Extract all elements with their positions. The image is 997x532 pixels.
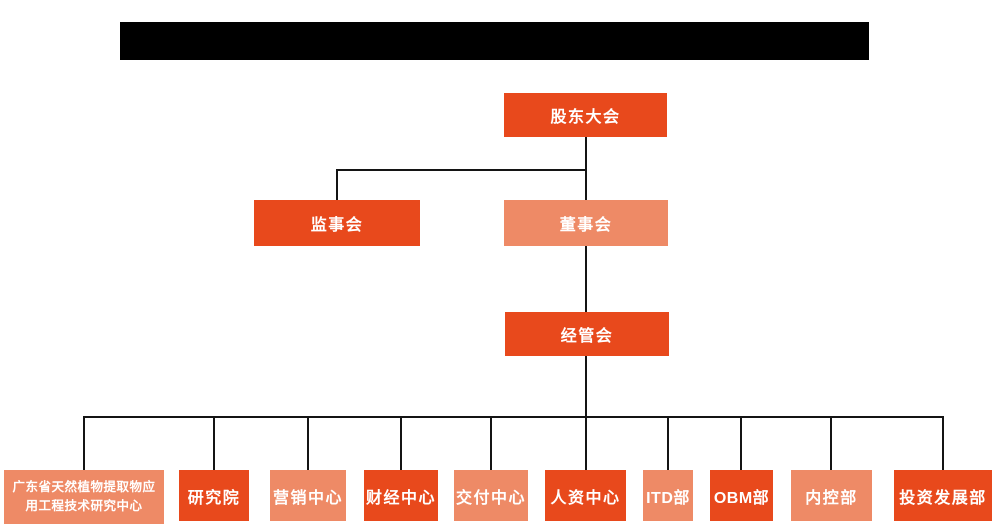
connector-drop-9	[830, 416, 832, 470]
connector-drop-2	[213, 416, 215, 470]
org-node-finance-center: 财经中心	[364, 470, 438, 521]
org-node-research-center: 广东省天然植物提取物应 用工程技术研究中心	[4, 470, 164, 524]
org-node-hr-center: 人资中心	[545, 470, 626, 521]
org-node-investment-development-dept: 投资发展部	[894, 470, 992, 521]
connector-drop-7	[667, 416, 669, 470]
org-node-management-committee: 经管会	[505, 312, 669, 356]
org-node-supervisory-board: 监事会	[254, 200, 420, 246]
org-node-research-center-line2: 用工程技术研究中心	[25, 499, 143, 513]
connector-management-down	[585, 356, 587, 417]
org-node-internal-control-dept: 内控部	[791, 470, 872, 521]
redacted-title-bar	[120, 22, 869, 60]
connector-departments-horizontal	[83, 416, 944, 418]
connector-branch-horizontal	[336, 169, 587, 171]
org-node-marketing-center: 营销中心	[270, 470, 346, 521]
connector-drop-3	[307, 416, 309, 470]
org-node-research-center-line1: 广东省天然植物提取物应	[12, 480, 156, 495]
org-node-research-institute: 研究院	[179, 470, 249, 521]
connector-board-to-management	[585, 246, 587, 312]
connector-drop-8	[740, 416, 742, 470]
connector-to-supervisory	[336, 169, 338, 200]
org-node-itd-dept: ITD部	[643, 470, 693, 521]
connector-drop-10	[942, 416, 944, 470]
org-node-delivery-center: 交付中心	[454, 470, 528, 521]
connector-root-down	[585, 137, 587, 200]
org-node-obm-dept: OBM部	[710, 470, 773, 521]
connector-drop-4	[400, 416, 402, 470]
connector-drop-5	[490, 416, 492, 470]
org-node-shareholders-meeting: 股东大会	[504, 93, 667, 137]
org-node-board-of-directors: 董事会	[504, 200, 668, 246]
connector-drop-6	[585, 416, 587, 470]
connector-drop-1	[83, 416, 85, 470]
